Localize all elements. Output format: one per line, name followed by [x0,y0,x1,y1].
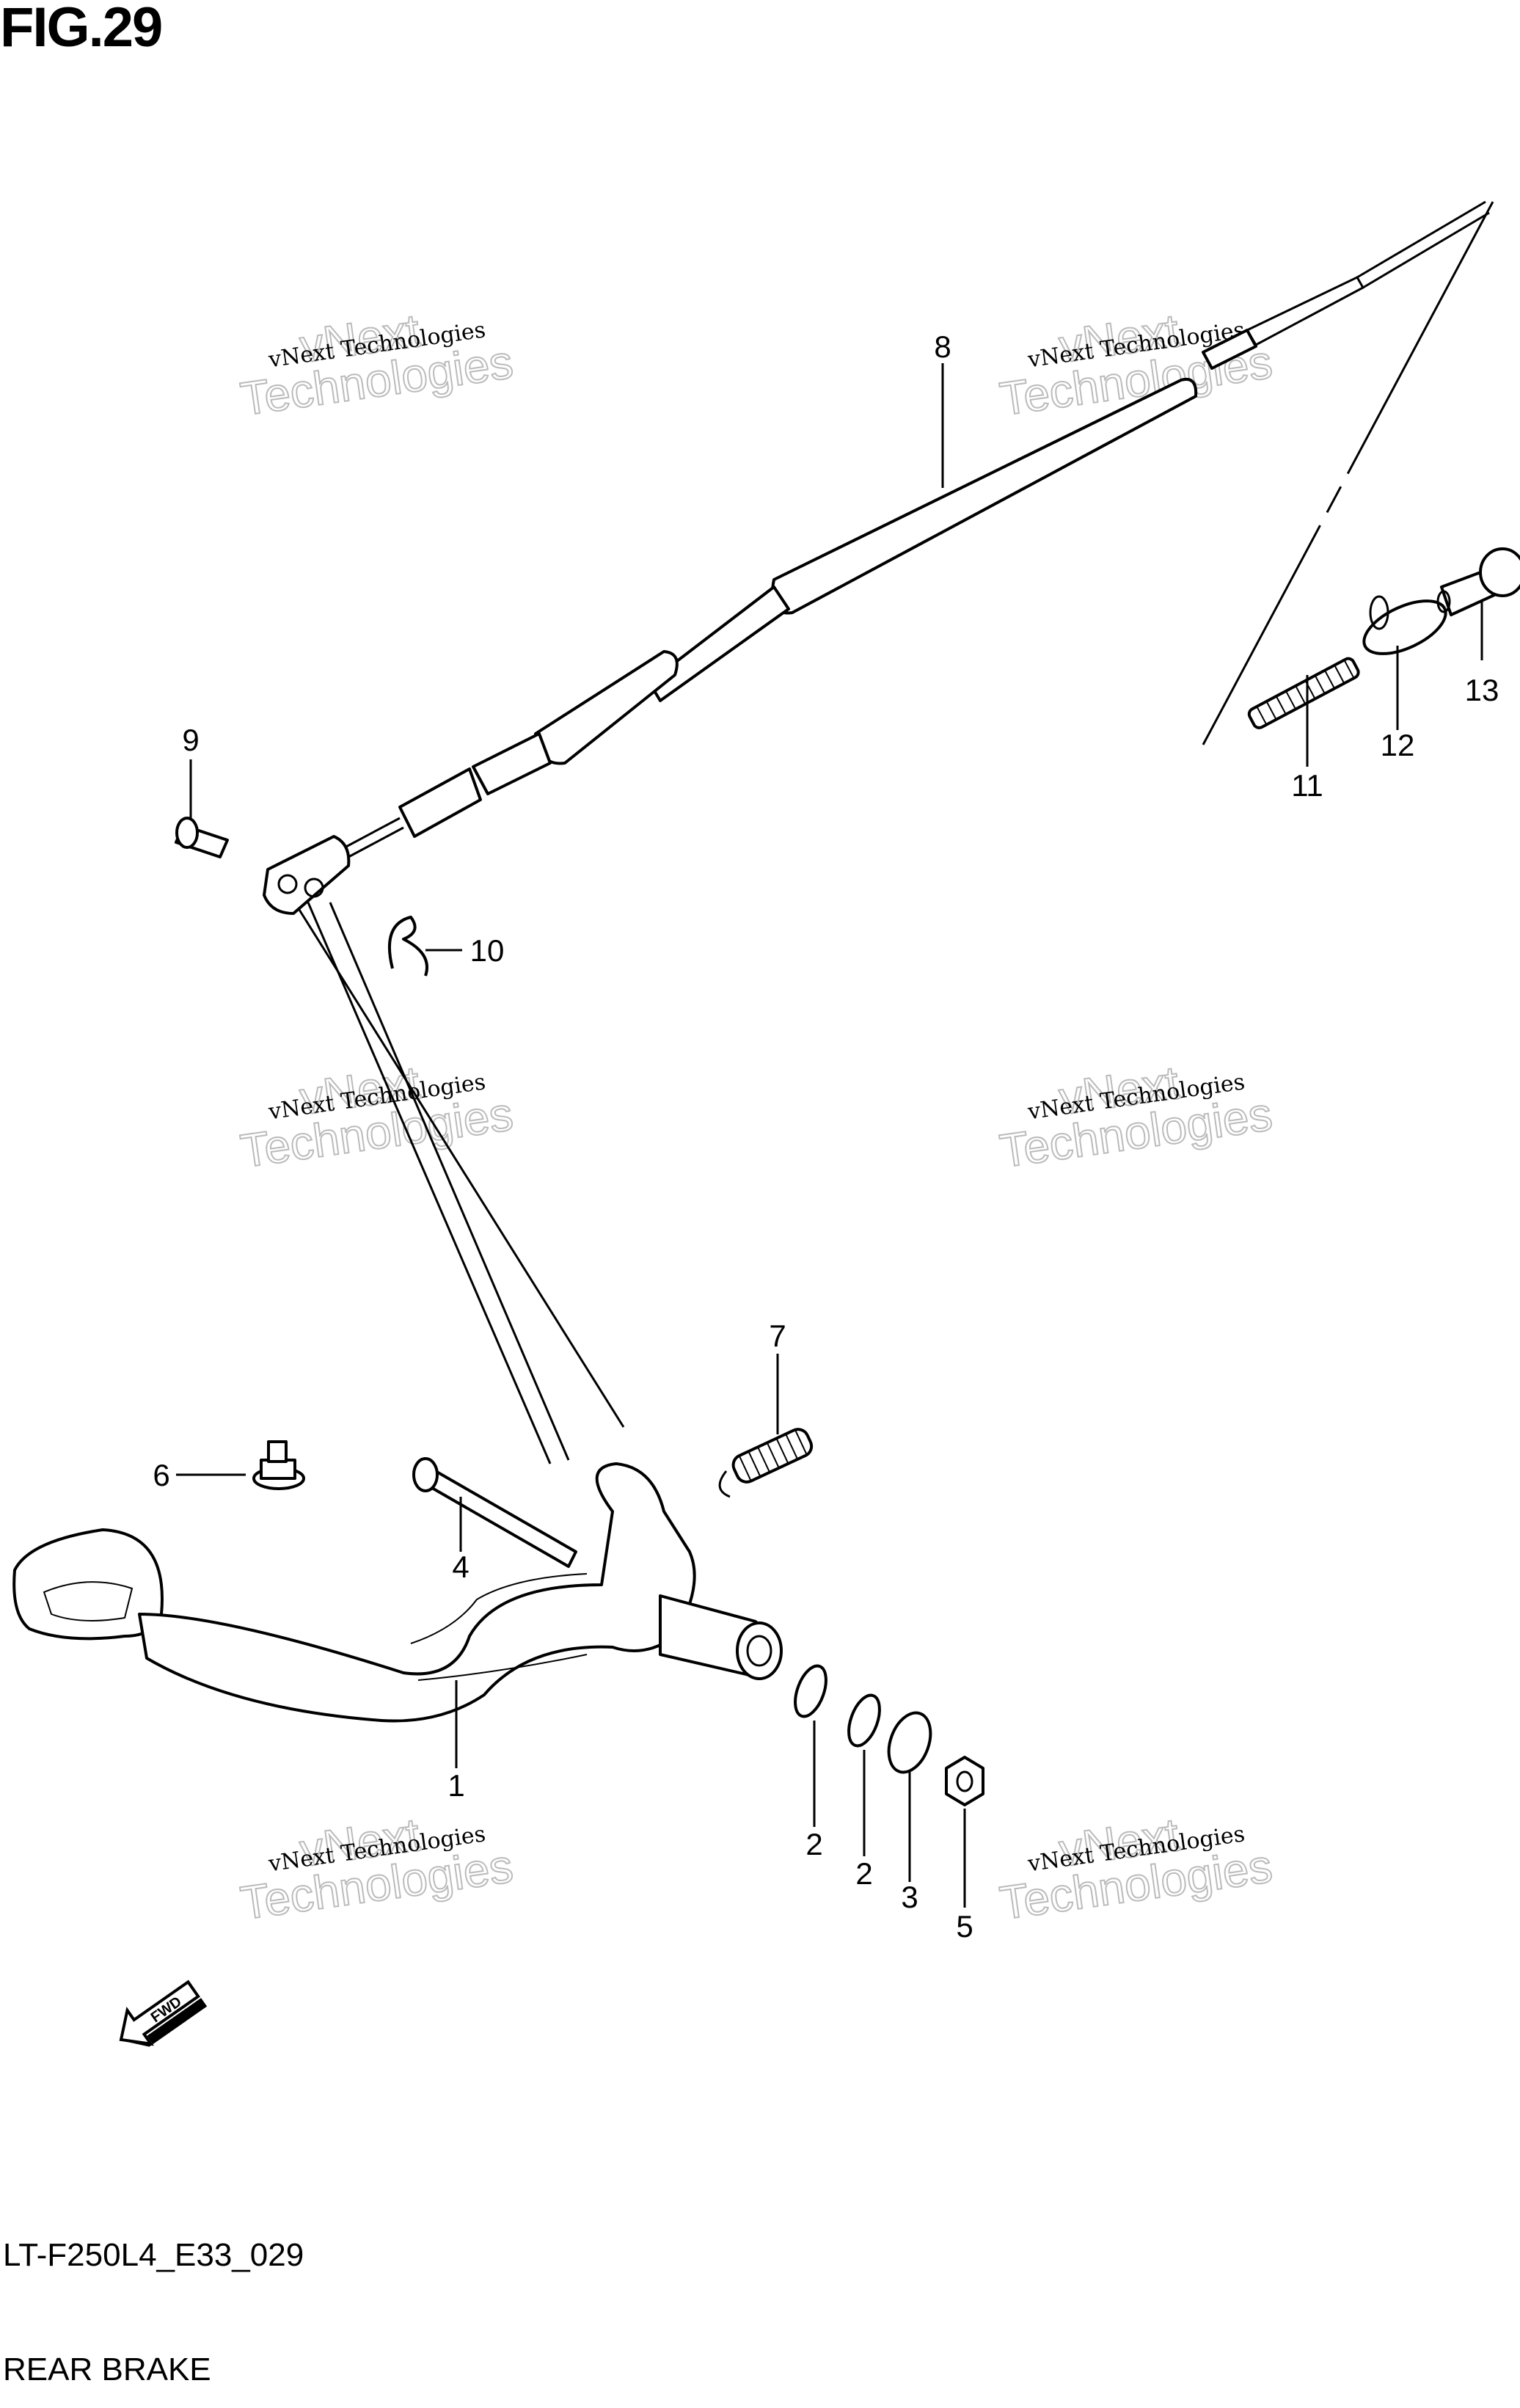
washer-part-3 [887,1711,932,1774]
nut-part-5 [945,1756,984,1806]
leader-lines [176,363,1483,1908]
washer-part-2b [847,1693,881,1748]
callout-12: 12 [1381,728,1415,762]
callout-4: 4 [452,1550,469,1584]
pin-part-13 [1436,547,1520,616]
callout-5: 5 [956,1909,973,1944]
callout-6: 6 [153,1458,169,1492]
callout-9: 9 [182,723,199,757]
brake-cable [263,200,1490,915]
clevis-pin-part-9 [175,817,229,858]
figure-caption: REAR BRAKE [3,2352,211,2387]
brake-rod [298,902,625,1464]
group-leader-line [1202,201,1494,745]
watermark-1: Technologies vNext vNext Technologies [237,303,517,426]
figure-code: LT-F250L4_E33_029 [3,2237,304,2273]
spring-hook [718,1470,731,1498]
callout-10: 10 [470,933,505,968]
callout-7: 7 [769,1318,786,1353]
return-spring-part-11 [1247,657,1360,729]
nut-part-6 [252,1440,305,1490]
joint-part-12 [1362,595,1447,655]
watermark-6: Technologies vNext vNext Technologies [996,1807,1276,1930]
brake-pedal-part-1 [12,1462,783,1723]
callout-3: 3 [901,1880,918,1914]
callout-2a: 2 [805,1827,822,1861]
watermark-5: Technologies vNext vNext Technologies [237,1807,517,1930]
forward-arrow-icon: FWD [119,1980,208,2047]
watermark-3: Technologies vNext vNext Technologies [237,1055,517,1178]
watermark-4: Technologies vNext vNext Technologies [996,1055,1276,1178]
figure-title: FIG.29 [0,0,163,59]
callout-13: 13 [1465,673,1499,707]
bolt-part-4 [412,1457,577,1568]
return-spring-part-7 [731,1428,814,1484]
cotter-clip-part-10 [387,916,428,977]
callout-1: 1 [447,1768,464,1803]
callout-8: 8 [934,329,951,364]
callout-2b: 2 [855,1856,872,1891]
washer-part-2a [794,1664,827,1718]
callout-11: 11 [1291,768,1323,803]
